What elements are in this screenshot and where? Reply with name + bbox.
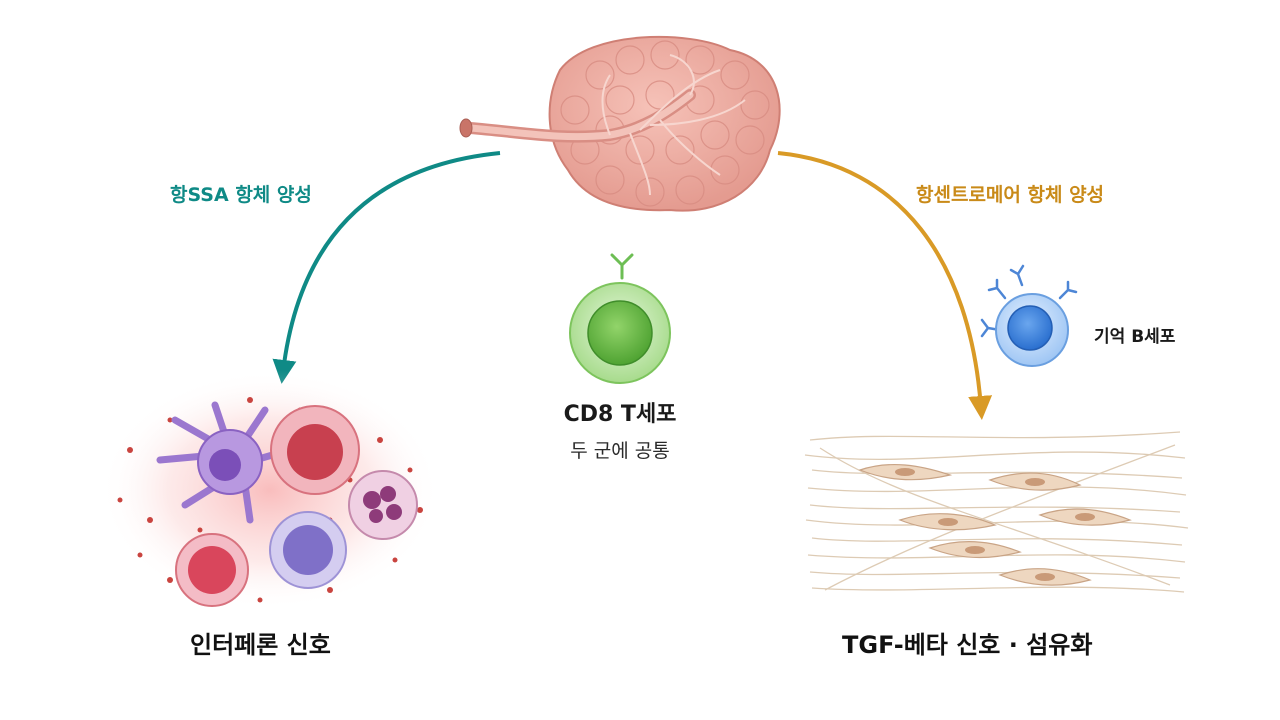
salivary-gland-illustration (459, 35, 781, 212)
anti-ssa-label: 항SSA 항체 양성 (170, 184, 312, 206)
tgf-beta-fibrosis-label: TGF-베타 신호 · 섬유화 (842, 631, 1093, 659)
anti-centromere-label: 항센트로메어 항체 양성 (916, 184, 1105, 206)
cd8-t-cell-subtitle: 두 군에 공통 (570, 440, 670, 462)
interferon-cell-cluster (100, 370, 440, 610)
cd8-t-cell-illustration (569, 253, 671, 384)
fibrosis-tissue-illustration (804, 431, 1189, 593)
interferon-signal-label: 인터페론 신호 (190, 631, 331, 659)
cd8-t-cell-title: CD8 T세포 (563, 402, 677, 427)
left-arrow (272, 151, 501, 384)
right-arrow (777, 151, 993, 420)
memory-b-cell-illustration (980, 264, 1078, 367)
memory-b-cell-label: 기억 B세포 (1094, 327, 1176, 347)
